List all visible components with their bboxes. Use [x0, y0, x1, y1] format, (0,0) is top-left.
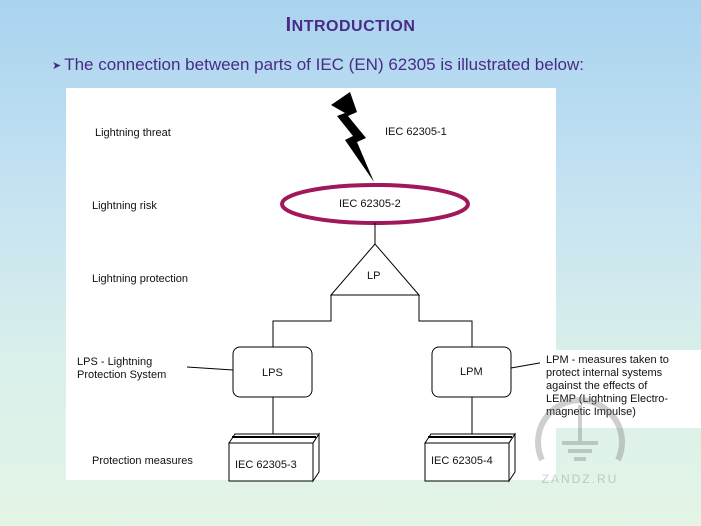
slide-title: INTRODUCTION	[0, 14, 701, 37]
node-label-lpm: LPM	[460, 366, 483, 378]
lpm-desc-line-4: LEMP (Lightning Electro-	[546, 393, 669, 405]
row-label-measures: Protection measures	[92, 455, 193, 467]
diagram-panel	[66, 88, 556, 480]
slide-subtitle: ➤The connection between parts of IEC (EN…	[52, 55, 584, 75]
part-label-2: IEC 62305-2	[339, 198, 401, 210]
lpm-desc-line-3: against the effects of	[546, 380, 648, 392]
lpm-description: LPM - measures taken to protect internal…	[540, 350, 701, 428]
part4-box	[424, 432, 516, 483]
watermark-text: ZANDZ.RU	[542, 472, 619, 486]
subtitle-text: The connection between parts of IEC (EN)…	[64, 55, 584, 74]
zandz-watermark-logo: ZANDZ.RU	[535, 397, 625, 486]
row-label-risk: Lightning risk	[92, 200, 157, 212]
lp-triangle	[329, 243, 421, 296]
part3-box	[228, 432, 320, 483]
row-label-threat: Lightning threat	[95, 127, 171, 139]
slide-title-rest: NTRODUCTION	[291, 18, 416, 35]
lps-desc-line-1: LPS - Lightning	[77, 356, 153, 368]
slide-title-initial: I	[285, 14, 292, 36]
lightning-bolt-icon	[331, 92, 374, 182]
lpm-desc-line-1: LPM - measures taken to	[546, 354, 669, 366]
lps-description: LPS - Lightning Protection System	[77, 356, 166, 382]
part-label-4: IEC 62305-4	[431, 455, 493, 467]
row-label-protection: Lightning protection	[92, 273, 189, 285]
node-label-lp: LP	[367, 270, 381, 282]
part-label-1: IEC 62305-1	[385, 126, 447, 138]
node-label-lps: LPS	[262, 367, 283, 379]
lps-desc-line-2: Protection System	[77, 369, 167, 381]
arrow-bullet-icon: ➤	[52, 60, 62, 72]
lpm-desc-line-5: magnetic Impulse)	[546, 406, 636, 418]
lpm-desc-line-2: protect internal systems	[546, 367, 663, 379]
part-label-3: IEC 62305-3	[235, 459, 297, 471]
